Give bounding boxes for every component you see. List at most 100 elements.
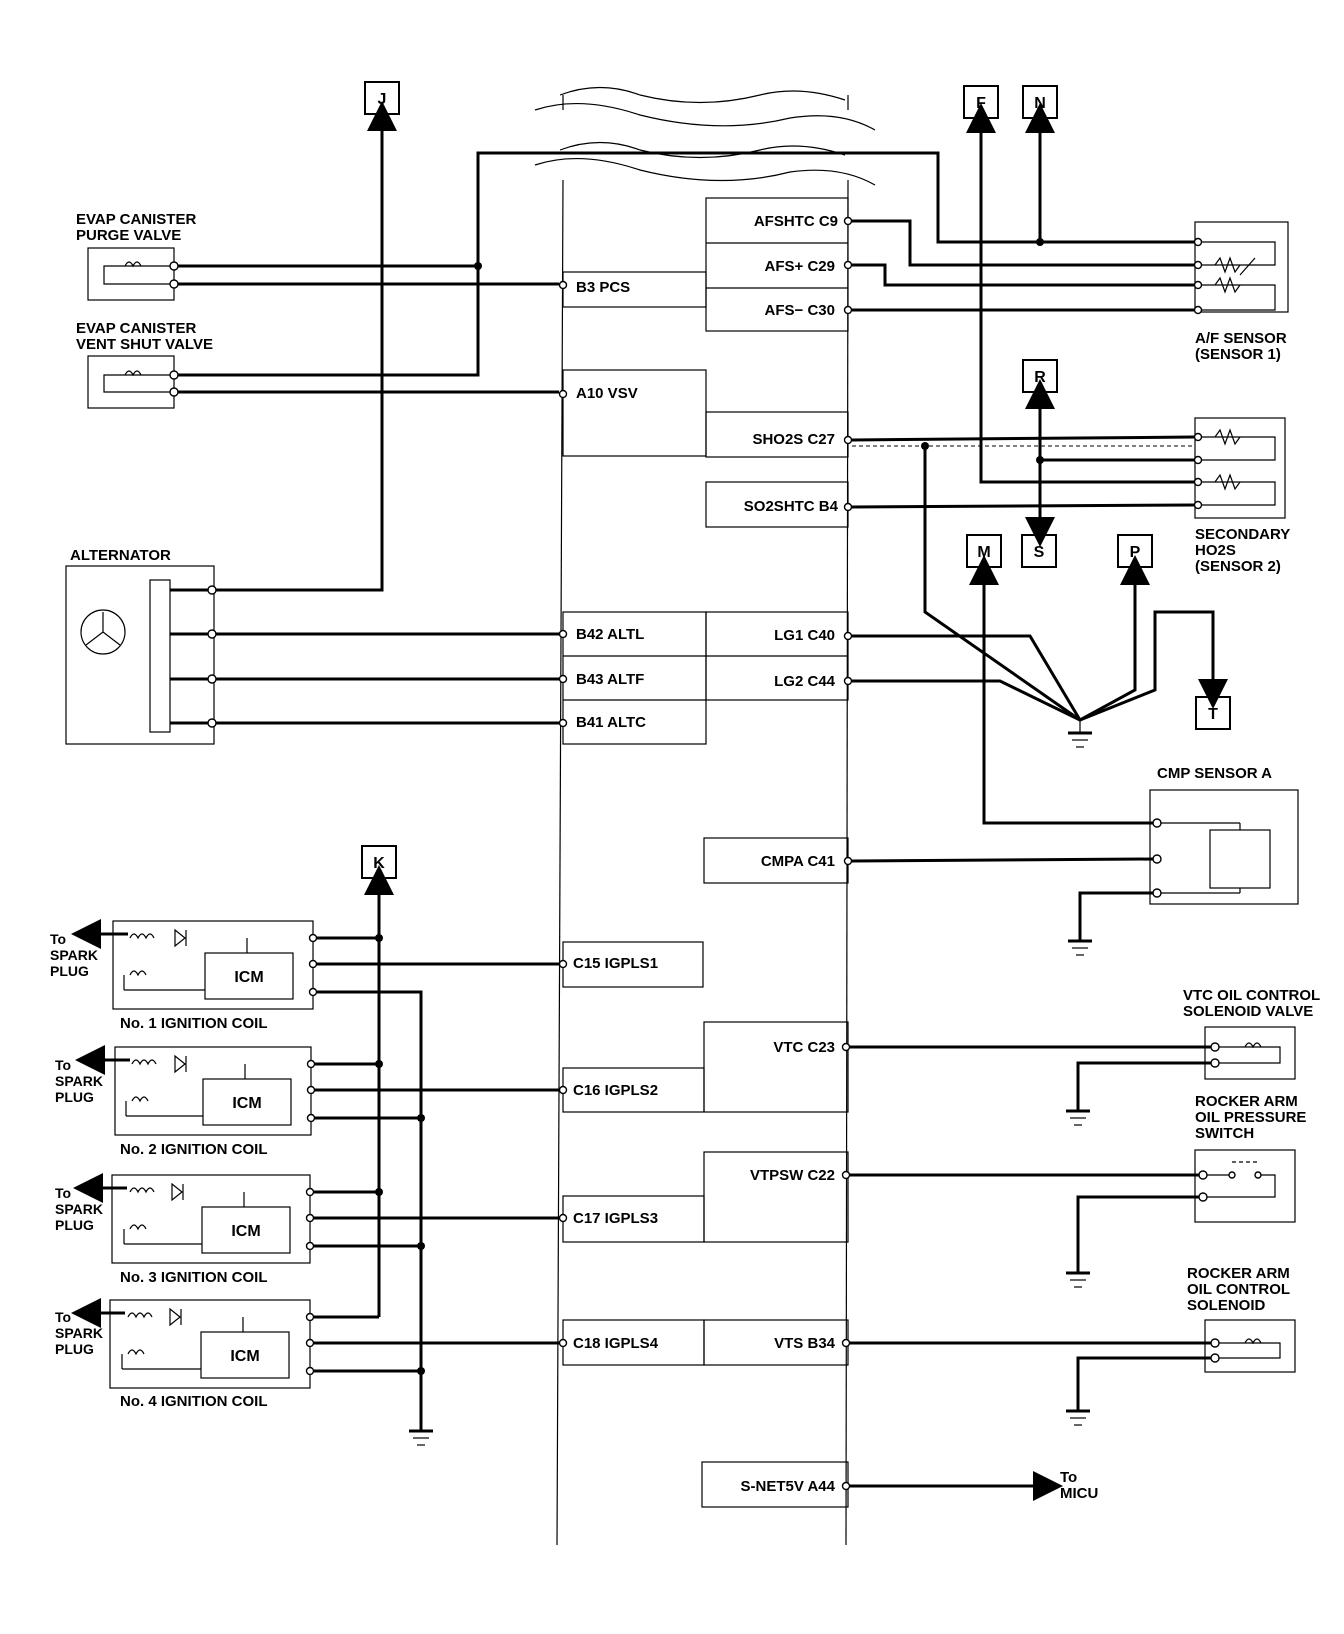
svg-text:No. 3 IGNITION COIL: No. 3 IGNITION COIL	[120, 1269, 268, 1286]
pin-b43-altf: B43 ALTF	[576, 671, 644, 688]
svg-text:VENT SHUT VALVE: VENT SHUT VALVE	[76, 336, 213, 353]
pin-c18-igpls4: C18 IGPLS4	[573, 1335, 659, 1352]
ignition-coil-1: ICM No. 1 IGNITION COIL To SPARK PLUG	[50, 919, 318, 1032]
svg-text:No. 1 IGNITION COIL: No. 1 IGNITION COIL	[120, 1015, 268, 1032]
svg-text:PLUG: PLUG	[55, 1217, 94, 1233]
pin-so2shtc-b4: SO2SHTC B4	[744, 498, 839, 515]
cmp-sensor-a: CMP SENSOR A	[1149, 765, 1299, 905]
ignition-coils: ICM No. 1 IGNITION COIL To SPARK PLUG IC…	[50, 919, 318, 1410]
af-sensor: A/F SENSOR (SENSOR 1)	[1193, 221, 1289, 363]
svg-text:ICM: ICM	[230, 1348, 259, 1365]
connector-r: R	[1022, 359, 1058, 393]
pin-s-net5v-a44: S-NET5V A44	[741, 1478, 836, 1495]
pin-sho2s-c27: SHO2S C27	[752, 431, 835, 448]
pin-afshtc-c9: AFSHTC C9	[754, 213, 838, 230]
svg-text:To: To	[1060, 1469, 1077, 1486]
svg-text:VTC OIL CONTROL: VTC OIL CONTROL	[1183, 987, 1320, 1004]
ignition-coil-3: ICM No. 3 IGNITION COIL To SPARK PLUG	[55, 1173, 315, 1286]
svg-text:SPARK: SPARK	[55, 1201, 103, 1217]
alternator: ALTERNATOR	[65, 547, 217, 745]
svg-text:No. 4 IGNITION COIL: No. 4 IGNITION COIL	[120, 1393, 268, 1410]
svg-text:(SENSOR 1): (SENSOR 1)	[1195, 346, 1281, 363]
svg-text:R: R	[1034, 369, 1046, 386]
connector-s: S	[1021, 534, 1057, 568]
svg-text:OIL CONTROL: OIL CONTROL	[1187, 1281, 1290, 1298]
svg-text:CMP SENSOR A: CMP SENSOR A	[1157, 765, 1272, 782]
pin-c15-igpls1: C15 IGPLS1	[573, 955, 658, 972]
svg-text:To: To	[55, 1185, 71, 1201]
svg-text:T: T	[1208, 706, 1218, 723]
wiring	[178, 101, 1228, 1501]
pin-vts-b34: VTS B34	[774, 1335, 836, 1352]
svg-text:OIL PRESSURE: OIL PRESSURE	[1195, 1109, 1306, 1126]
ecm-right-pins: AFSHTC C9 AFS+ C29 AFS− C30 SHO2S C27 SO…	[741, 213, 839, 1495]
svg-text:SPARK: SPARK	[50, 947, 98, 963]
svg-text:K: K	[373, 855, 385, 872]
pin-a10-vsv: A10 VSV	[576, 385, 638, 402]
svg-text:To: To	[55, 1057, 71, 1073]
rocker-arm-oil-pressure-switch: ROCKER ARM OIL PRESSURE SWITCH	[1194, 1093, 1306, 1223]
ecm-right-pin-markers	[841, 216, 853, 1491]
svg-text:P: P	[1130, 544, 1141, 561]
svg-text:PURGE VALVE: PURGE VALVE	[76, 227, 181, 244]
pin-lg2-c44: LG2 C44	[774, 673, 836, 690]
pin-afs-plus-c29: AFS+ C29	[765, 258, 835, 275]
svg-text:To: To	[55, 1309, 71, 1325]
pin-vtpsw-c22: VTPSW C22	[750, 1167, 835, 1184]
connector-m: M	[966, 534, 1002, 568]
ignition-coil-4: ICM No. 4 IGNITION COIL To SPARK PLUG	[55, 1298, 315, 1410]
svg-text:PLUG: PLUG	[55, 1341, 94, 1357]
connector-f: F	[963, 85, 999, 119]
svg-text:PLUG: PLUG	[50, 963, 89, 979]
pin-b42-altl: B42 ALTL	[576, 626, 644, 643]
svg-text:SOLENOID: SOLENOID	[1187, 1297, 1266, 1314]
connector-n: N	[1022, 85, 1058, 119]
svg-text:ICM: ICM	[234, 969, 263, 986]
ecm-left-pins: B3 PCS A10 VSV B42 ALTL B43 ALTF B41 ALT…	[573, 279, 659, 1352]
evap-vent-shut-valve: EVAP CANISTER VENT SHUT VALVE	[76, 320, 213, 409]
evap-purge-valve: EVAP CANISTER PURGE VALVE	[76, 211, 196, 301]
ecm-left-pin-markers	[558, 280, 568, 1348]
svg-text:SPARK: SPARK	[55, 1325, 103, 1341]
pin-b3-pcs: B3 PCS	[576, 279, 630, 296]
svg-text:N: N	[1034, 95, 1046, 112]
svg-text:To: To	[50, 931, 66, 947]
svg-text:ICM: ICM	[231, 1223, 260, 1240]
svg-text:S: S	[1034, 544, 1045, 561]
pin-afs-minus-c30: AFS− C30	[765, 302, 835, 319]
svg-text:EVAP CANISTER: EVAP CANISTER	[76, 211, 196, 228]
pin-c17-igpls3: C17 IGPLS3	[573, 1210, 658, 1227]
svg-text:SPARK: SPARK	[55, 1073, 103, 1089]
connector-t: T	[1195, 696, 1231, 730]
to-micu: To MICU	[1060, 1469, 1098, 1502]
svg-text:SOLENOID VALVE: SOLENOID VALVE	[1183, 1003, 1313, 1020]
svg-text:SWITCH: SWITCH	[1195, 1125, 1254, 1142]
connector-p: P	[1117, 534, 1153, 568]
svg-text:HO2S: HO2S	[1195, 542, 1236, 559]
pin-lg1-c40: LG1 C40	[774, 627, 835, 644]
svg-text:No. 2 IGNITION COIL: No. 2 IGNITION COIL	[120, 1141, 268, 1158]
pin-cmpa-c41: CMPA C41	[761, 853, 835, 870]
pin-vtc-c23: VTC C23	[773, 1039, 835, 1056]
svg-text:ROCKER ARM: ROCKER ARM	[1195, 1093, 1298, 1110]
svg-text:SECONDARY: SECONDARY	[1195, 526, 1290, 543]
connector-k: K	[361, 845, 397, 879]
secondary-ho2s: SECONDARY HO2S (SENSOR 2)	[1193, 417, 1290, 575]
svg-text:MICU: MICU	[1060, 1485, 1098, 1502]
svg-text:PLUG: PLUG	[55, 1089, 94, 1105]
svg-text:J: J	[378, 91, 387, 108]
svg-text:A/F SENSOR: A/F SENSOR	[1195, 330, 1287, 347]
pin-b41-altc: B41 ALTC	[576, 714, 646, 731]
connector-j: J	[364, 81, 400, 115]
svg-text:ICM: ICM	[232, 1095, 261, 1112]
pin-c16-igpls2: C16 IGPLS2	[573, 1082, 658, 1099]
ignition-coil-2: ICM No. 2 IGNITION COIL To SPARK PLUG	[55, 1045, 316, 1158]
rocker-arm-oil-control-solenoid: ROCKER ARM OIL CONTROL SOLENOID	[1187, 1265, 1296, 1373]
svg-text:(SENSOR 2): (SENSOR 2)	[1195, 558, 1281, 575]
svg-text:F: F	[976, 95, 986, 112]
svg-text:EVAP CANISTER: EVAP CANISTER	[76, 320, 196, 337]
svg-text:M: M	[977, 544, 990, 561]
svg-text:ROCKER ARM: ROCKER ARM	[1187, 1265, 1290, 1282]
svg-text:ALTERNATOR: ALTERNATOR	[70, 547, 171, 564]
